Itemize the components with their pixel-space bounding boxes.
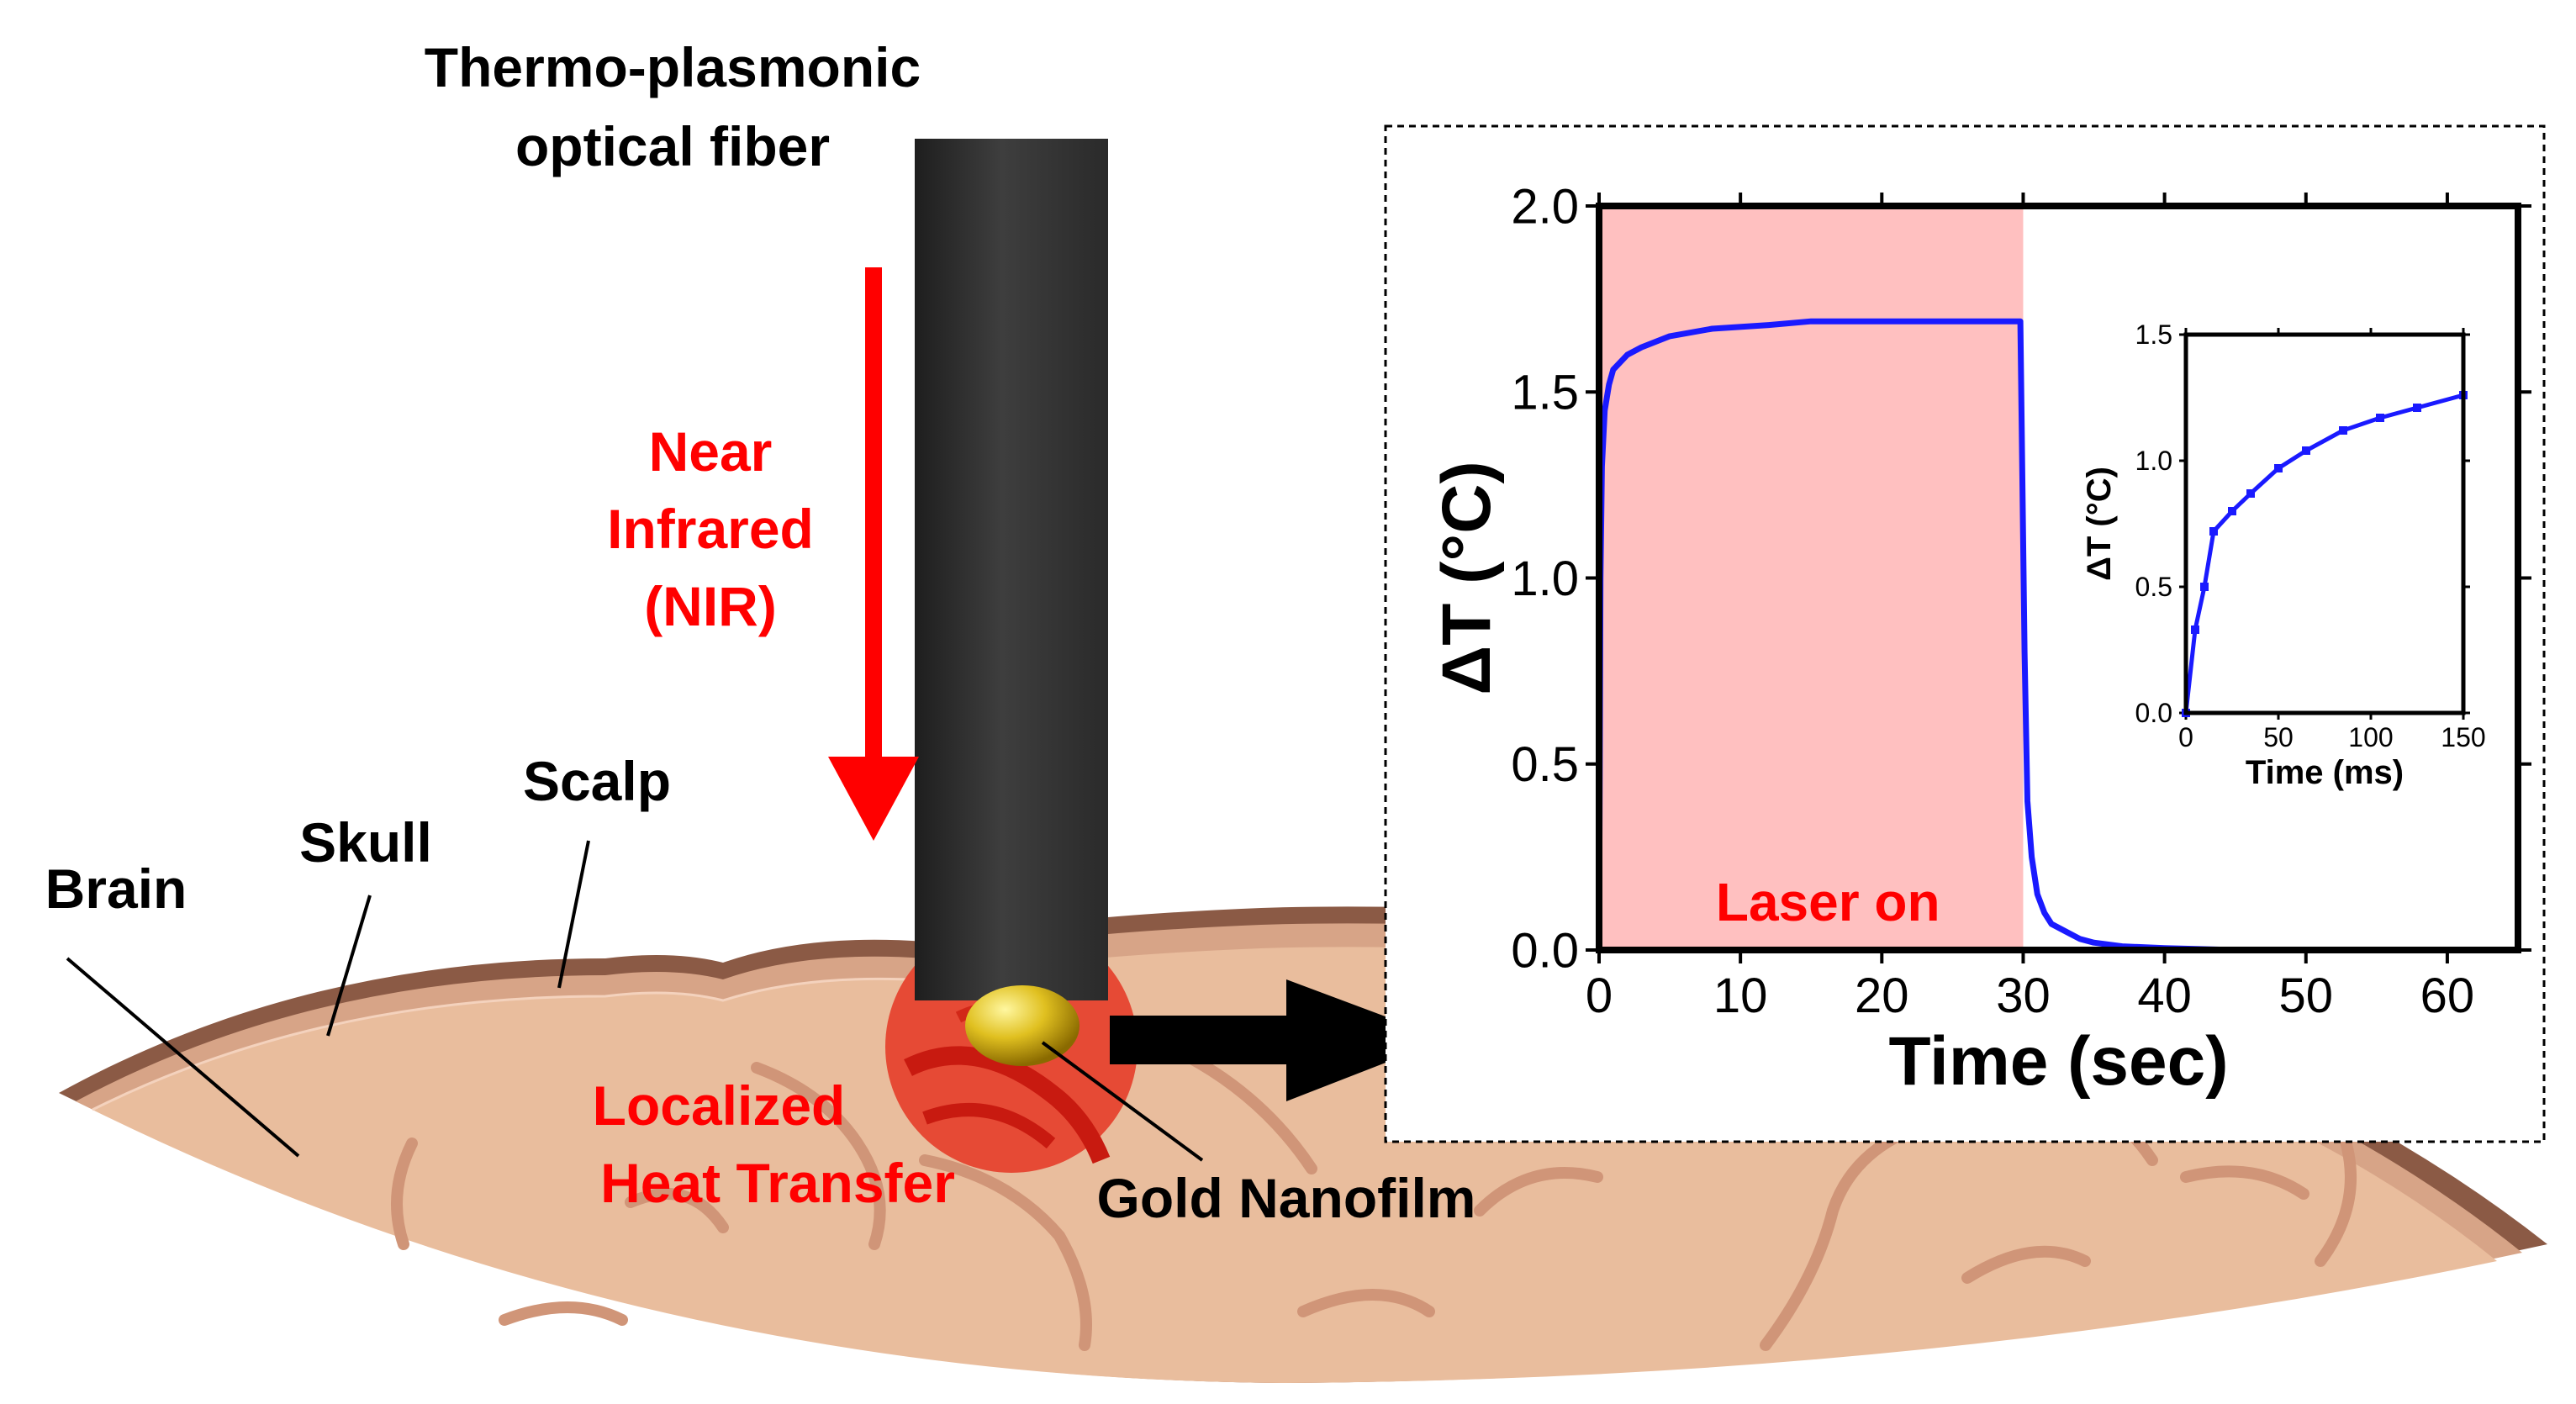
gold-label: Gold Nanofilm xyxy=(1097,1167,1476,1229)
fiber-title-line1: Thermo-plasmonic xyxy=(425,36,921,98)
leader-lines xyxy=(66,840,1204,1162)
data-point xyxy=(2376,414,2384,422)
y-tick-label: 1.5 xyxy=(2135,319,2172,350)
nir-label-line1: Near xyxy=(649,420,773,483)
optical-fiber xyxy=(915,139,1108,1000)
laser-on-region xyxy=(1599,206,2024,950)
y-tick-label: 0.0 xyxy=(2135,698,2172,728)
x-tick-label: 10 xyxy=(1713,969,1768,1023)
data-series-line xyxy=(1596,318,2447,953)
plot-frame xyxy=(1596,203,2521,953)
y-axis-label: ΔT (°C) xyxy=(2081,467,2118,581)
data-point xyxy=(2246,489,2255,498)
y-tick-label: 0.5 xyxy=(1511,737,1579,792)
x-tick-label: 50 xyxy=(2263,722,2294,752)
nir-label-line2: Infrared xyxy=(607,498,814,560)
x-tick-label: 30 xyxy=(1996,969,2051,1023)
data-point xyxy=(2209,527,2218,536)
scalp-label: Scalp xyxy=(523,750,671,812)
data-point xyxy=(2413,404,2421,412)
x-tick-label: 40 xyxy=(2137,969,2192,1023)
x-tick-label: 100 xyxy=(2348,722,2393,752)
x-tick-label: 20 xyxy=(1855,969,1909,1023)
y-tick-label: 2.0 xyxy=(1511,179,1579,234)
gold-nanofilm-sphere xyxy=(965,985,1079,1066)
data-point xyxy=(2200,583,2209,591)
x-axis-label: Time (ms) xyxy=(2246,754,2404,791)
nir-label-line3: (NIR) xyxy=(644,575,777,637)
y-tick-label: 0.0 xyxy=(1511,923,1579,978)
data-point xyxy=(2191,625,2199,634)
skull-label: Skull xyxy=(299,811,432,874)
heat-label-line1: Localized xyxy=(593,1074,846,1137)
data-point xyxy=(2228,507,2236,515)
laser-on-label: Laser on xyxy=(1716,872,1940,932)
y-tick-label: 1.0 xyxy=(2135,446,2172,476)
x-tick-label: 0 xyxy=(1586,969,1613,1023)
brain-label: Brain xyxy=(45,858,187,920)
heat-label-line2: Heat Transfer xyxy=(600,1152,955,1214)
x-tick-label: 50 xyxy=(2279,969,2334,1023)
fiber-title-line2: optical fiber xyxy=(515,115,830,177)
output-arrow xyxy=(1110,979,1446,1101)
data-series-line xyxy=(2183,393,2464,714)
y-tick-label: 1.0 xyxy=(1511,552,1579,606)
data-point xyxy=(2339,426,2347,435)
y-tick-label: 0.5 xyxy=(2135,572,2172,602)
main-chart: Laser on 0 10 20 30 40 50 60 0.0 0.5 1.0 1.5 2.0Time… xyxy=(1428,179,2531,1100)
chart-panel: Laser on 0 10 20 30 40 50 60 0.0 0.5 1.0 1.5 2.0Time… xyxy=(1384,124,2546,1143)
x-tick-label: 0 xyxy=(2178,722,2193,752)
x-tick-label: 60 xyxy=(2420,969,2475,1023)
nir-arrow xyxy=(828,267,919,841)
data-point xyxy=(2302,446,2310,455)
x-axis-label: Time (sec) xyxy=(1888,1023,2228,1100)
x-tick-label: 150 xyxy=(2441,722,2485,752)
plot-frame xyxy=(2183,332,2466,715)
y-axis-label: ΔT (°C) xyxy=(1428,461,1505,694)
y-tick-label: 1.5 xyxy=(1511,366,1579,420)
data-point xyxy=(2274,464,2283,472)
